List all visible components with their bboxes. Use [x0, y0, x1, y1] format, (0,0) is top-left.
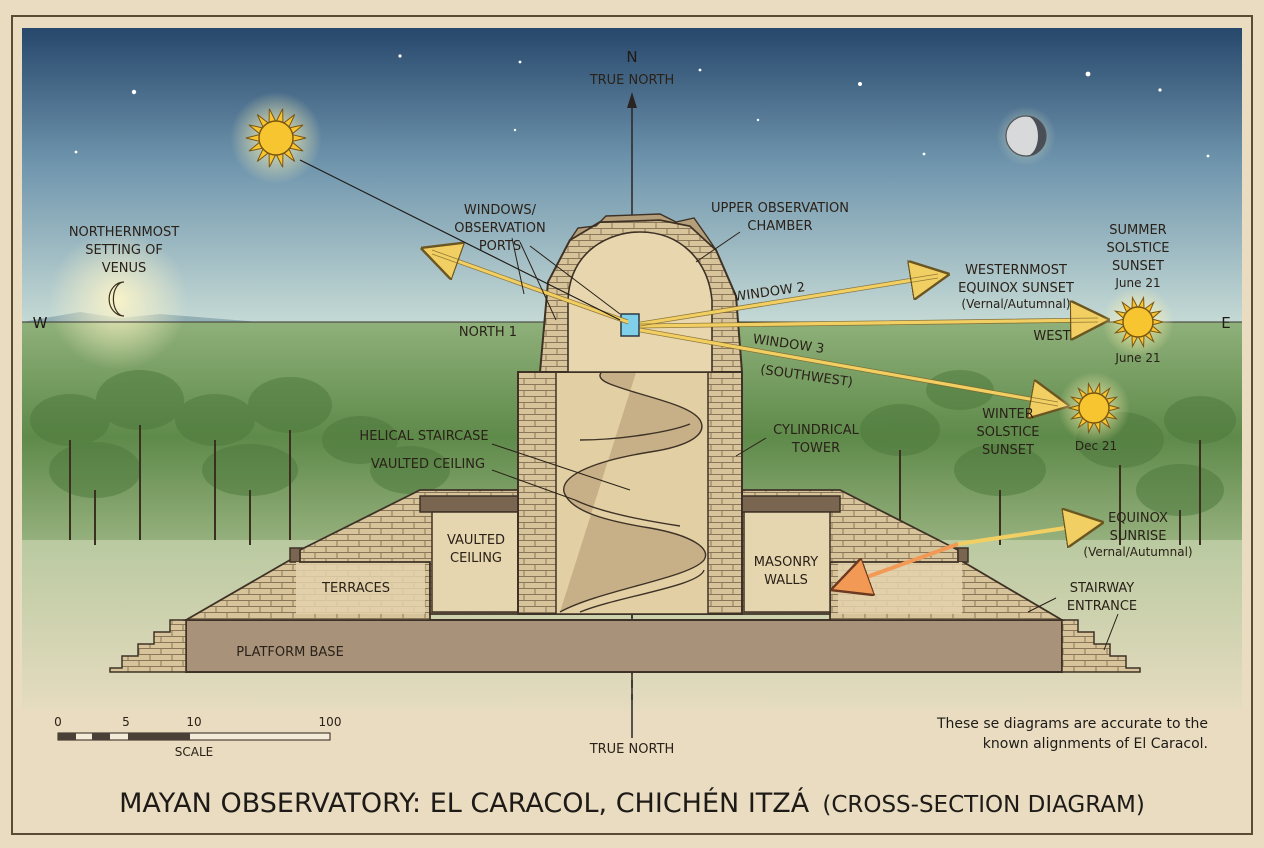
title-sub: (CROSS-SECTION DIAGRAM): [822, 792, 1145, 818]
platform-base-label: PLATFORM BASE: [236, 645, 344, 660]
vaulted-room-right: [743, 511, 831, 613]
svg-text:These se diagrams are accurate: These se diagrams are accurate to the: [936, 716, 1208, 732]
svg-text:SETTING OF: SETTING OF: [85, 243, 163, 258]
svg-text:5: 5: [122, 715, 130, 729]
outer-border: [11, 15, 1253, 835]
svg-text:OBSERVATION: OBSERVATION: [454, 221, 545, 236]
terrace-interior-right: [838, 562, 962, 614]
svg-text:WINTER: WINTER: [982, 407, 1034, 422]
svg-text:June 21: June 21: [1114, 276, 1160, 290]
svg-text:SUNRISE: SUNRISE: [1110, 529, 1167, 544]
compass-west-letter: W: [33, 314, 48, 332]
svg-text:VENUS: VENUS: [102, 261, 147, 276]
north1-label: NORTH 1: [459, 325, 517, 340]
right-stairway: [1061, 619, 1141, 673]
svg-text:WESTERNMOST: WESTERNMOST: [965, 263, 1067, 278]
westernmost-label: WESTERNMOST EQUINOX SUNSET (Vernal/Autum…: [958, 263, 1074, 311]
stars: [74, 54, 1210, 158]
winter-solstice-sun: [1058, 372, 1130, 444]
sun-upper-left: [230, 92, 322, 184]
arrow-north1: [432, 252, 629, 324]
svg-text:known alignments of El Caracol: known alignments of El Caracol.: [983, 736, 1208, 752]
svg-text:SUNSET: SUNSET: [1112, 259, 1164, 274]
masonry-walls-label: MASONRY WALLS: [754, 555, 819, 588]
terraces-label: TERRACES: [321, 581, 390, 596]
svg-text:PORTS: PORTS: [479, 239, 521, 254]
dome-ruin-top: [569, 213, 717, 251]
moon: [996, 106, 1056, 166]
left-stairway: [109, 619, 187, 673]
true-north-bottom-label: TRUE NORTH: [589, 742, 675, 757]
alignment-arrow-outlines: [431, 249, 1099, 407]
svg-text:SOLSTICE: SOLSTICE: [976, 425, 1039, 440]
tree-trunks: [69, 425, 1201, 545]
compass-east-letter: E: [1221, 314, 1230, 332]
north-arrow-head: [627, 92, 637, 108]
venus-label: NORTHERNMOST SETTING OF VENUS: [69, 225, 179, 276]
arrow-window2: [639, 276, 938, 326]
winter-solstice-label: WINTER SOLSTICE SUNSET: [976, 407, 1039, 458]
arrow-sunrise-to-walls: [842, 542, 959, 586]
stairway-entrance-label: STAIRWAY ENTRANCE: [1067, 581, 1137, 614]
svg-text:CHAMBER: CHAMBER: [747, 219, 812, 234]
helical-staircase: [559, 359, 707, 613]
alignment-arrows: [432, 252, 1098, 544]
observation-window: [620, 313, 640, 337]
svg-text:100: 100: [319, 715, 342, 729]
vaulted-ceiling-upper-label: VAULTED CEILING: [371, 457, 485, 472]
arrow-window3: [639, 328, 1058, 404]
svg-text:(Vernal/Autumnal): (Vernal/Autumnal): [961, 297, 1070, 311]
svg-text:MASONRY: MASONRY: [754, 555, 819, 570]
cylindrical-tower-label: CYLINDRICAL TOWER: [773, 423, 859, 456]
accuracy-note: These se diagrams are accurate to the kn…: [936, 716, 1208, 752]
west-label: WEST: [1033, 329, 1070, 344]
title-main: MAYAN OBSERVATORY: EL CARACOL, CHICHÉN I…: [119, 787, 810, 819]
svg-text:0: 0: [54, 715, 62, 729]
page-title: MAYAN OBSERVATORY: EL CARACOL, CHICHÉN I…: [119, 787, 1145, 819]
sun-to-window-line: [299, 159, 621, 321]
svg-text:EQUINOX SUNSET: EQUINOX SUNSET: [958, 281, 1074, 296]
svg-text:EQUINOX: EQUINOX: [1108, 511, 1168, 526]
svg-text:NORTHERNMOST: NORTHERNMOST: [69, 225, 179, 240]
summer-sun-date: June 21: [1114, 351, 1160, 365]
vaulted-ceiling-lower-label: VAULTED CEILING: [447, 533, 505, 566]
venus-crescent: [48, 230, 188, 370]
svg-text:SOLSTICE: SOLSTICE: [1106, 241, 1169, 256]
svg-text:10: 10: [186, 715, 201, 729]
svg-text:SUNSET: SUNSET: [982, 443, 1034, 458]
svg-text:WINDOWS/: WINDOWS/: [464, 203, 537, 218]
windows-label: WINDOWS/ OBSERVATION PORTS: [454, 203, 545, 254]
svg-text:WALLS: WALLS: [764, 573, 808, 588]
upper-chamber-label: UPPER OBSERVATION CHAMBER: [711, 201, 849, 234]
equinox-sunrise-label: EQUINOX SUNRISE (Vernal/Autumnal): [1083, 511, 1192, 559]
summer-solstice-label: SUMMER SOLSTICE SUNSET June 21: [1106, 223, 1169, 290]
true-north-top-label: TRUE NORTH: [589, 73, 675, 88]
leader-lines: [491, 231, 1119, 651]
arrow-sunrise: [957, 524, 1092, 544]
svg-text:STAIRWAY: STAIRWAY: [1070, 581, 1134, 596]
arrow-west: [639, 320, 1098, 326]
helical-staircase-label: HELICAL STAIRCASE: [359, 429, 488, 444]
terrace-interior-left: [296, 562, 425, 614]
svg-text:ENTRANCE: ENTRANCE: [1067, 599, 1137, 614]
svg-text:SUMMER: SUMMER: [1109, 223, 1166, 238]
svg-text:CYLINDRICAL: CYLINDRICAL: [773, 423, 859, 438]
scale-bar: 0 5 10 100 SCALE: [54, 715, 341, 759]
svg-text:UPPER OBSERVATION: UPPER OBSERVATION: [711, 201, 849, 216]
svg-text:CEILING: CEILING: [450, 551, 502, 566]
svg-text:VAULTED: VAULTED: [447, 533, 505, 548]
winter-sun-date: Dec 21: [1075, 439, 1117, 453]
dome-interior: [567, 231, 713, 373]
compass-north-letter: N: [626, 48, 637, 66]
summer-solstice-sun: [1102, 286, 1174, 358]
svg-text:(Vernal/Autumnal): (Vernal/Autumnal): [1083, 545, 1192, 559]
svg-text:TOWER: TOWER: [791, 441, 840, 456]
svg-text:SCALE: SCALE: [175, 745, 213, 759]
